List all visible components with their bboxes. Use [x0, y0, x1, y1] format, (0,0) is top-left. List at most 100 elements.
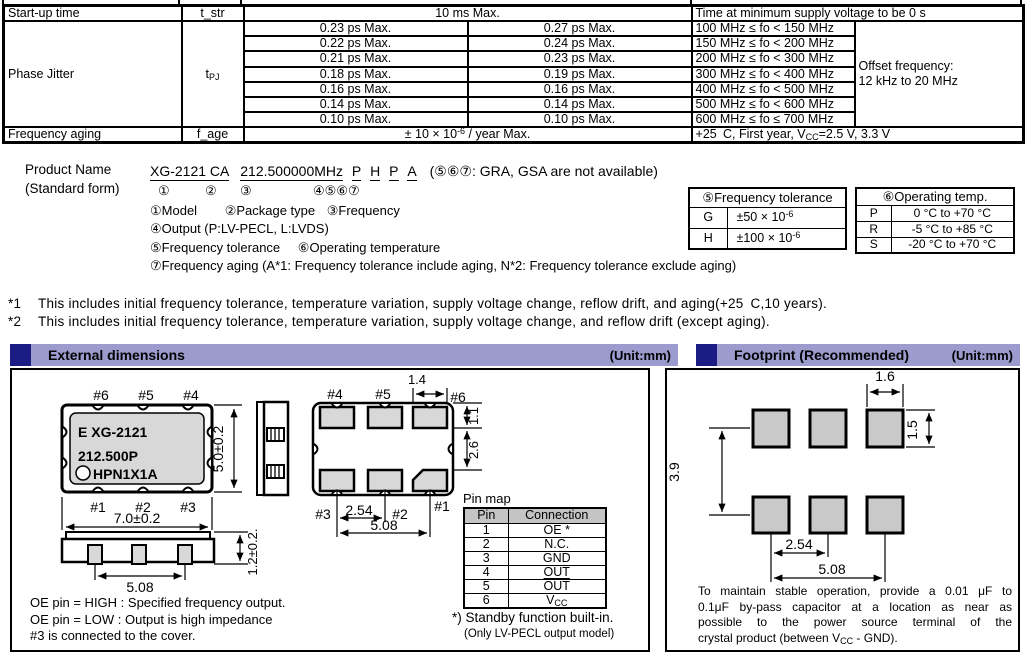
pin-connection-inverted: OUT: [507, 578, 607, 595]
pin-number: 3: [463, 550, 509, 566]
note-line-3: possible to the power source terminal of…: [698, 615, 1012, 629]
aging-value-sup: -6: [457, 127, 466, 136]
table-row: 0.14 ps Max. 0.14 ps Max. 500 MHz ≤ fo <…: [4, 95, 1024, 113]
spec-value: 10 ms Max.: [242, 4, 693, 23]
legend-line-4: ⑦Frequency aging (A*1: Frequency toleran…: [150, 258, 737, 273]
spec-symbol: f_age: [180, 126, 245, 144]
spec-range: 600 MHz ≤ fo ≤ 700 MHz: [690, 110, 856, 129]
marking-line3: HPN1X1A: [93, 466, 158, 482]
pin-number: 4: [463, 564, 509, 581]
spec-item: Start-up time: [2, 4, 183, 23]
pin-connection-vcc: VCC: [507, 593, 607, 609]
vcc-base: V: [546, 593, 555, 608]
footprint-drawing: 1.6 1.5 3.9 2.54 5.08: [667, 370, 935, 582]
pin-number: 6: [463, 593, 509, 609]
temp-header: ⑥Operating temp.: [855, 187, 1015, 206]
table-row: Frequency aging f_age ± 10 × 10-6 / year…: [2, 126, 1025, 144]
divider: [2, 0, 4, 4]
pin-connection: OUT: [507, 564, 607, 581]
oe-high-note: OE pin = HIGH : Specified frequency outp…: [30, 595, 286, 610]
note-line-1: To maintain stable operation, provide a …: [698, 584, 1012, 598]
footnote-2-marker: *2: [8, 314, 22, 329]
dim-pad-gap: 2.6: [466, 441, 481, 459]
pin-number: 1: [463, 522, 509, 538]
spec-value: 0.24 ps Max.: [466, 35, 693, 53]
pad-label-2: #2: [392, 506, 408, 522]
pad-label-3: #3: [315, 506, 331, 522]
footprint-box: 1.6 1.5 3.9 2.54 5.08 To maintain stable…: [665, 368, 1020, 652]
table-row: S-20 °C to +70 °C: [855, 236, 1015, 254]
pad-label-5: #5: [375, 386, 391, 402]
footprint-pads: [751, 408, 905, 535]
legend-temp: ⑥Operating temperature: [297, 240, 441, 255]
note-line-4: crystal product (between VCC - GND).: [698, 631, 1012, 648]
tolerance-header: ⑤Frequency tolerance: [688, 187, 847, 208]
dim-profile-span: 5.08: [126, 579, 153, 595]
tolerance-code: G: [688, 206, 728, 229]
dim-fpt-pitch: 2.54: [785, 536, 812, 552]
table-row: 0.22 ps Max. 0.24 ps Max. 150 MHz ≤ fo <…: [4, 35, 1024, 53]
spec-value: 0.10 ps Max.: [466, 110, 693, 129]
table-row: Phase Jitter tPJ 0.23 ps Max. 0.27 ps Ma…: [2, 20, 1025, 128]
dim-fpt-span: 5.08: [818, 561, 845, 577]
divider: [240, 0, 242, 4]
legend-frequency: ③Frequency: [326, 203, 400, 218]
bypass-capacitor-note: To maintain stable operation, provide a …: [698, 584, 1012, 647]
table-row: ⑤Frequency tolerance: [688, 187, 847, 208]
spec-table: Start-up time t_str 10 ms Max. Time at m…: [2, 4, 1026, 145]
aging-value-post: / year Max.: [465, 127, 531, 141]
dim-pad-width: 1.4: [408, 372, 426, 387]
table-row: 0.18 ps Max. 0.19 ps Max. 300 MHz ≤ fo <…: [4, 65, 1024, 83]
spec-item: Frequency aging: [2, 126, 183, 144]
dim-fpt-row-pitch: 3.9: [667, 462, 682, 482]
spec-range: 300 MHz ≤ fo < 400 MHz: [690, 65, 856, 83]
table-row: ⑥Operating temp.: [855, 187, 1015, 206]
spec-value: 0.14 ps Max.: [466, 95, 693, 113]
pin-label-3: #3: [180, 499, 196, 515]
connection-col-header: Connection: [507, 507, 607, 524]
dim-body-width: 7.0±0.2: [114, 510, 161, 526]
product-name-label: Product Name: [25, 162, 112, 177]
spec-range: 500 MHz ≤ fo < 600 MHz: [690, 95, 856, 113]
section-bar-external-dimensions: External dimensions (Unit:mm): [10, 344, 678, 366]
spec-value: 0.18 ps Max.: [242, 65, 469, 83]
spec-condition: Time at minimum supply voltage to be 0 s: [690, 4, 1025, 23]
temp-value: 0 °C to +70 °C: [890, 204, 1015, 222]
aging-cond-pre: +25 C, First year, V: [695, 127, 806, 141]
section-bullet-square: [696, 344, 717, 366]
pin1-pad-chamfered: [411, 468, 449, 493]
spec-value: 0.14 ps Max.: [242, 95, 469, 113]
spec-value: 0.22 ps Max.: [242, 35, 469, 53]
section-title: Footprint (Recommended): [734, 347, 909, 363]
table-top-cut-row: [2, 0, 1022, 4]
temp-code: R: [855, 220, 892, 238]
temp-code: P: [855, 204, 892, 222]
marker-4567: ④⑤⑥⑦: [313, 183, 360, 198]
out-bar-label: OUT: [543, 579, 570, 593]
pin-col-header: Pin: [463, 507, 509, 524]
package-top-view: [60, 403, 214, 494]
offset-line1: Offset frequency:: [858, 59, 954, 74]
spec-value: ± 10 × 10-6 / year Max.: [242, 126, 693, 144]
divider: [690, 0, 692, 4]
tol-value-sup: -6: [792, 229, 801, 240]
note-line-2: 0.1μF by-pass capacitor at a location as…: [698, 599, 1012, 614]
marker-3: ③: [240, 183, 252, 198]
tol-value-sup: -6: [785, 208, 794, 219]
spec-value: 0.19 ps Max.: [466, 65, 693, 83]
dim-profile-height: 1.2±0.2.: [245, 529, 260, 576]
spec-condition: +25 C, First year, VCC=2.5 V, 3.3 V: [690, 126, 1025, 144]
spec-symbol: tPJ: [180, 20, 245, 128]
section-bullet-square: [10, 344, 31, 366]
footnote-2-text: This includes initial frequency toleranc…: [38, 314, 770, 329]
table-row: 0.10 ps Max. 0.10 ps Max. 600 MHz ≤ fo ≤…: [4, 110, 1024, 129]
package-profile-view: [60, 531, 216, 565]
oe-low-note: OE pin = LOW : Output is high impedance: [30, 612, 273, 627]
footnote-1-text: This includes initial frequency toleranc…: [38, 296, 828, 311]
legend-package: ②Package type: [224, 203, 316, 218]
